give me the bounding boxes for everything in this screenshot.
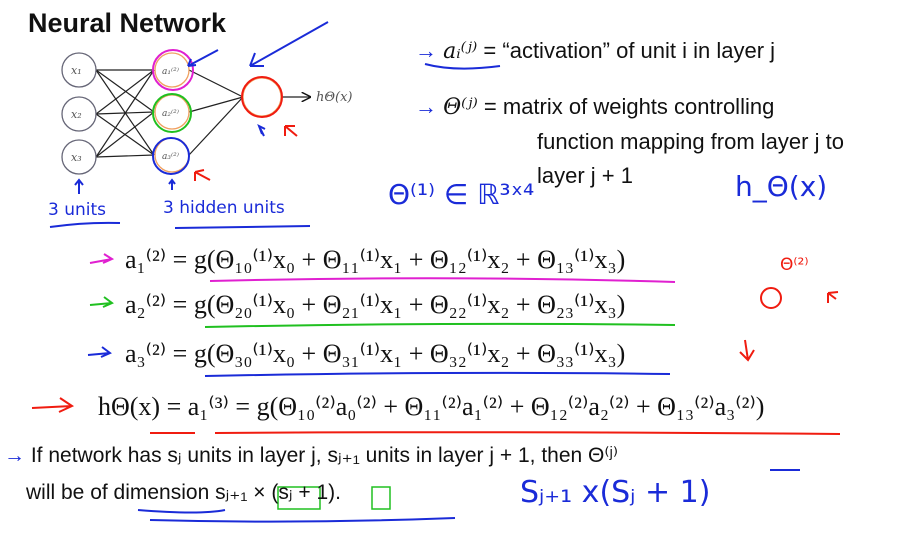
activation-symbol: aᵢ⁽ʲ⁾ (443, 39, 478, 64)
slide-title: Neural Network (28, 8, 227, 38)
theta-text: = matrix of weights controlling (483, 94, 775, 119)
theta-text-cont2: layer j + 1 (537, 163, 633, 188)
equation-a1: a₁⁽²⁾ = g(Θ₁₀⁽¹⁾x₀ + Θ₁₁⁽¹⁾x₁ + Θ₁₂⁽¹⁾x₂… (125, 245, 626, 274)
arrow-icon: → (4, 444, 31, 467)
input-node-3 (61, 139, 97, 175)
note-3-units: 3 units (48, 200, 107, 220)
bottom-line-2: will be of dimension sⱼ₊₁ × (sⱼ + 1). (26, 481, 341, 504)
hidden-label-a2: a₂⁽²⁾ (162, 108, 179, 119)
definition-theta: → Θ⁽ʲ⁾ = matrix of weights controlling f… (415, 90, 844, 193)
input-label-x2: x₂ (71, 108, 82, 121)
connections (95, 69, 310, 158)
equation-h: hΘ(x) = a₁⁽³⁾ = g(Θ₁₀⁽²⁾a₀⁽²⁾ + Θ₁₁⁽²⁾a₁… (98, 392, 765, 421)
theta-text-cont1: function mapping from layer j to (537, 129, 844, 154)
theta-symbol: Θ⁽ʲ⁾ (443, 95, 478, 120)
activation-text: = “activation” of unit i in layer j (483, 38, 776, 63)
bottom-line-1: → If network has sⱼ units in layer j, sⱼ… (4, 443, 618, 468)
hidden-node-1 (154, 52, 190, 88)
note-3-hidden-units: 3 hidden units (163, 198, 285, 218)
arrow-icon: → (415, 38, 444, 63)
note-h-theta: h_Θ(x) (735, 170, 828, 203)
hidden-label-a1: a₁⁽²⁾ (162, 66, 179, 77)
input-node-2 (61, 96, 97, 132)
output-label: hΘ(x) (316, 90, 353, 105)
equation-a3: a₃⁽²⁾ = g(Θ₃₀⁽¹⁾x₀ + Θ₃₁⁽¹⁾x₁ + Θ₃₂⁽¹⁾x₂… (125, 339, 626, 368)
input-node-1 (61, 52, 97, 88)
input-label-x1: x₁ (71, 64, 82, 77)
definition-activation: → aᵢ⁽ʲ⁾ = “activation” of unit i in laye… (415, 38, 775, 64)
arrow-icon: → (415, 94, 444, 119)
bottom-text-1: If network has sⱼ units in layer j, sⱼ₊₁… (30, 444, 619, 467)
equation-a2: a₂⁽²⁾ = g(Θ₂₀⁽¹⁾x₀ + Θ₂₁⁽¹⁾x₁ + Θ₂₂⁽¹⁾x₂… (125, 290, 626, 319)
note-theta2: Θ⁽²⁾ (780, 255, 809, 275)
note-dimension: Sⱼ₊₁ x(Sⱼ + 1) (520, 475, 711, 510)
note-theta1-dimension: Θ⁽¹⁾ ∈ ℝ³ˣ⁴ (388, 178, 535, 211)
hidden-label-a3: a₃⁽²⁾ (162, 151, 179, 162)
output-node (242, 77, 282, 117)
input-label-x3: x₃ (71, 151, 82, 164)
